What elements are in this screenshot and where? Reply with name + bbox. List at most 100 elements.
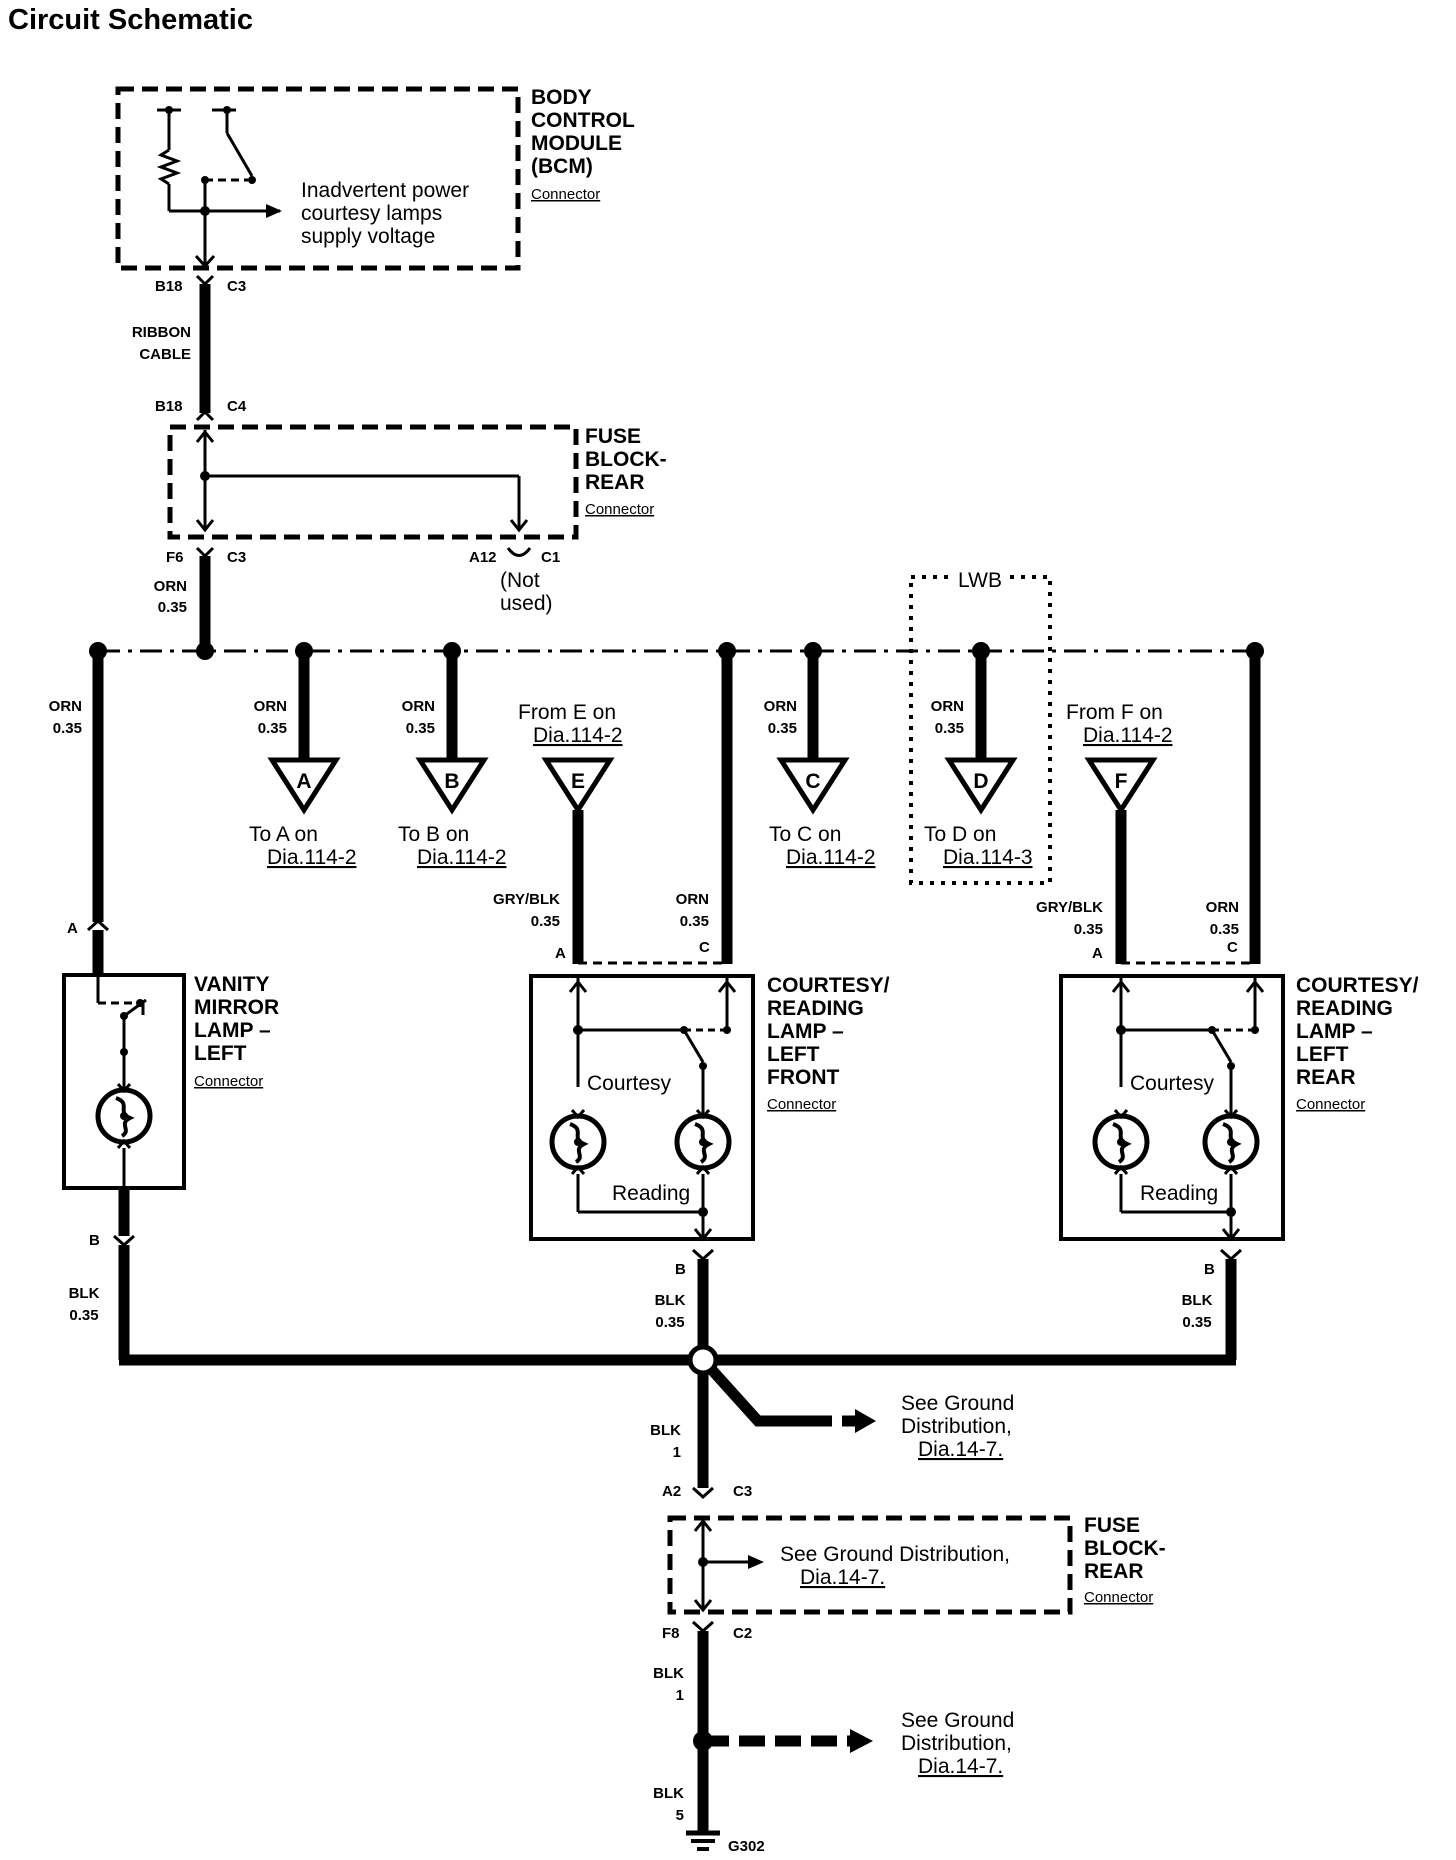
orn-feed-color: ORN <box>154 578 187 595</box>
ref-b-line2: Dia.114-2 <box>417 846 507 869</box>
svg-text:0.35: 0.35 <box>1210 921 1239 938</box>
ref-f-letter: F <box>1115 770 1128 793</box>
rear-lamp-label: COURTESY/ READING LAMP – LEFT REAR <box>1296 974 1424 1089</box>
svg-text:ORN: ORN <box>764 698 797 715</box>
fuse-bottom-out-connector <box>691 1620 715 1634</box>
ref-e-line1: From E on <box>518 701 616 724</box>
vanity-pin-a-connector <box>86 918 110 932</box>
svg-text:0.35: 0.35 <box>768 720 797 737</box>
ground-note-2-line3: Dia.14-7. <box>918 1755 1003 1778</box>
rear-pin-b: B <box>1204 1261 1215 1278</box>
vanity-pin-b: B <box>89 1232 100 1249</box>
ground-note-2-line2: Distribution, <box>901 1732 1012 1755</box>
svg-text:GRY/BLK: GRY/BLK <box>1036 899 1103 916</box>
ground-arrow-1 <box>855 1409 876 1433</box>
vanity-label: VANITY MIRROR LAMP – LEFT <box>194 973 285 1065</box>
fuse-top-label: FUSE BLOCK- REAR <box>585 425 673 494</box>
svg-text:ORN: ORN <box>931 698 964 715</box>
svg-text:GRY/BLK: GRY/BLK <box>493 891 560 908</box>
fuse-top-internal <box>195 429 529 533</box>
rear-lamp-box <box>1059 974 1285 1241</box>
fuse-top-connector-label: Connector <box>585 501 654 518</box>
ground-bus-wires <box>118 1245 1237 1488</box>
fuse-top-not-used: (Not used) <box>500 569 553 615</box>
svg-text:ORN: ORN <box>676 891 709 908</box>
svg-text:5: 5 <box>676 1807 684 1824</box>
ref-c-line2: Dia.114-2 <box>786 846 876 869</box>
front-pin-a: A <box>555 945 566 962</box>
bcm-connector-symbol <box>195 274 215 287</box>
ref-f-line2: Dia.114-2 <box>1083 724 1173 747</box>
svg-text:BLK: BLK <box>653 1785 684 1802</box>
svg-text:0.35: 0.35 <box>53 720 82 737</box>
ref-d-line1: To D on <box>924 823 996 846</box>
front-pin-c: C <box>699 939 710 956</box>
ground-splice-node <box>687 1344 719 1376</box>
bcm-connector-label: Connector <box>531 186 600 203</box>
rear-lamp-internal <box>1095 976 1265 1242</box>
vanity-connector-label: Connector <box>194 1073 263 1090</box>
fuse-bottom-in-right: C3 <box>733 1483 752 1500</box>
fuse-top-out-connector <box>195 546 215 559</box>
front-lamp-box <box>529 974 755 1241</box>
bcm-internal-circuit <box>156 106 282 269</box>
ref-a-line2: Dia.114-2 <box>267 846 357 869</box>
fuse-block-top-box <box>167 424 579 540</box>
ref-b-line1: To B on <box>398 823 469 846</box>
ref-b-letter: B <box>444 770 459 793</box>
svg-text:BLK: BLK <box>1182 1292 1213 1309</box>
fuse-bottom-label: FUSE BLOCK- REAR <box>1084 1514 1172 1583</box>
svg-text:ORN: ORN <box>254 698 287 715</box>
fuse-bottom-note-2: Dia.14-7. <box>800 1566 885 1589</box>
fuse-top-out-right: C3 <box>227 549 246 566</box>
svg-text:1: 1 <box>673 1444 681 1461</box>
ref-c-letter: C <box>805 770 820 793</box>
ref-a-line1: To A on <box>249 823 318 846</box>
ref-e-triangle <box>541 757 615 815</box>
svg-text:ORN: ORN <box>49 698 82 715</box>
ref-d-line2: Dia.114-3 <box>943 846 1033 869</box>
rear-pin-a: A <box>1092 945 1103 962</box>
fuse-bottom-out-right: C2 <box>733 1625 752 1642</box>
ground-note-2-line1: See Ground <box>901 1709 1014 1732</box>
svg-text:0.35: 0.35 <box>655 1314 684 1331</box>
svg-text:BLK: BLK <box>650 1422 681 1439</box>
bcm-label: BODY CONTROL MODULE (BCM) <box>531 86 640 178</box>
ref-f-triangle <box>1084 757 1158 815</box>
fuse-top-aux-connector <box>506 547 532 557</box>
fuse-top-aux-left: A12 <box>469 549 497 566</box>
ground-note-1-line2: Distribution, <box>901 1415 1012 1438</box>
fuse-top-out-left: F6 <box>166 549 184 566</box>
svg-text:BLK: BLK <box>653 1665 684 1682</box>
svg-text:0.35: 0.35 <box>1182 1314 1211 1331</box>
ground-label: G302 <box>728 1838 765 1855</box>
bcm-module-box <box>115 86 521 271</box>
ground-note-1-line1: See Ground <box>901 1392 1014 1415</box>
svg-text:0.35: 0.35 <box>1074 921 1103 938</box>
fuse-bottom-in-connector <box>691 1486 715 1500</box>
fuse-bottom-internal <box>693 1518 764 1613</box>
orn-feed-size: 0.35 <box>158 599 187 616</box>
front-pin-b-connector <box>691 1248 715 1262</box>
fuse-top-in-connector <box>195 409 215 422</box>
rear-connector-label: Connector <box>1296 1096 1365 1113</box>
svg-text:0.35: 0.35 <box>531 913 560 930</box>
ref-c-line1: To C on <box>769 823 841 846</box>
fuse-top-in-right: C4 <box>227 398 247 415</box>
ribbon-label-2: CABLE <box>139 346 191 363</box>
ref-d-branch: ORN 0.35 <box>931 651 1018 815</box>
svg-text:ORN: ORN <box>402 698 435 715</box>
front-courtesy-label: Courtesy <box>587 1072 672 1095</box>
fuse-top-in-left: B18 <box>155 398 183 415</box>
front-lamp-internal <box>552 976 737 1242</box>
bcm-pin-right: C3 <box>227 278 246 295</box>
svg-text:0.35: 0.35 <box>935 720 964 737</box>
svg-text:0.35: 0.35 <box>406 720 435 737</box>
fuse-bottom-in-left: A2 <box>662 1483 681 1500</box>
ref-a-branch: ORN 0.35 <box>254 651 341 815</box>
page-title: Circuit Schematic <box>8 4 253 36</box>
vanity-pin-b-connector <box>112 1234 136 1248</box>
ground-arrow-2 <box>850 1729 873 1753</box>
svg-text:BLK: BLK <box>655 1292 686 1309</box>
rear-reading-label: Reading <box>1140 1182 1218 1205</box>
